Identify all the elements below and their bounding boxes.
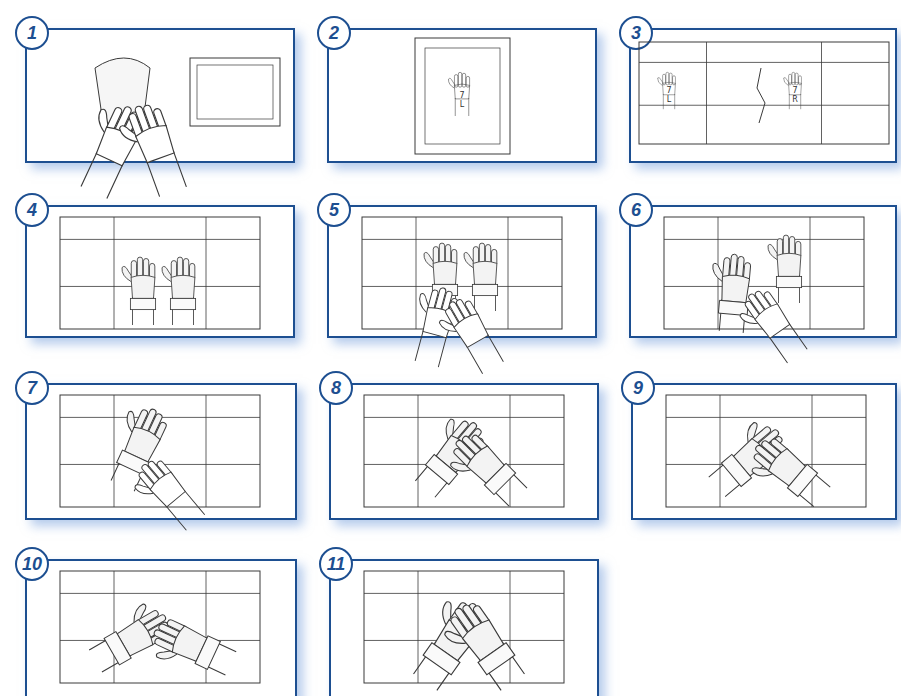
step-panel: 10 <box>25 559 297 696</box>
step-panel: 1 <box>25 28 295 163</box>
step-number: 4 <box>15 193 49 227</box>
step-number: 5 <box>317 193 351 227</box>
step-number: 1 <box>15 16 49 50</box>
step-number: 2 <box>317 16 351 50</box>
step-number: 6 <box>619 193 653 227</box>
glove-size-mark: 7 L <box>459 91 464 109</box>
step-number: 9 <box>621 371 655 405</box>
step-number: 10 <box>15 547 49 581</box>
step-number: 8 <box>319 371 353 405</box>
step-number: 7 <box>15 371 49 405</box>
step-panel: 7 <box>25 383 297 520</box>
step-number: 3 <box>619 16 653 50</box>
step-panel: 4 <box>25 205 295 338</box>
step-panel: 5 <box>327 205 597 338</box>
step-panel: 8 <box>329 383 599 520</box>
step-panel: 9 <box>631 383 897 520</box>
glove-size-mark: 7 R <box>792 86 798 104</box>
glove-size-mark: 7 L <box>666 86 671 104</box>
step-panel: 11 <box>329 559 599 696</box>
step-number: 11 <box>319 547 353 581</box>
step-panel: 6 <box>629 205 897 338</box>
